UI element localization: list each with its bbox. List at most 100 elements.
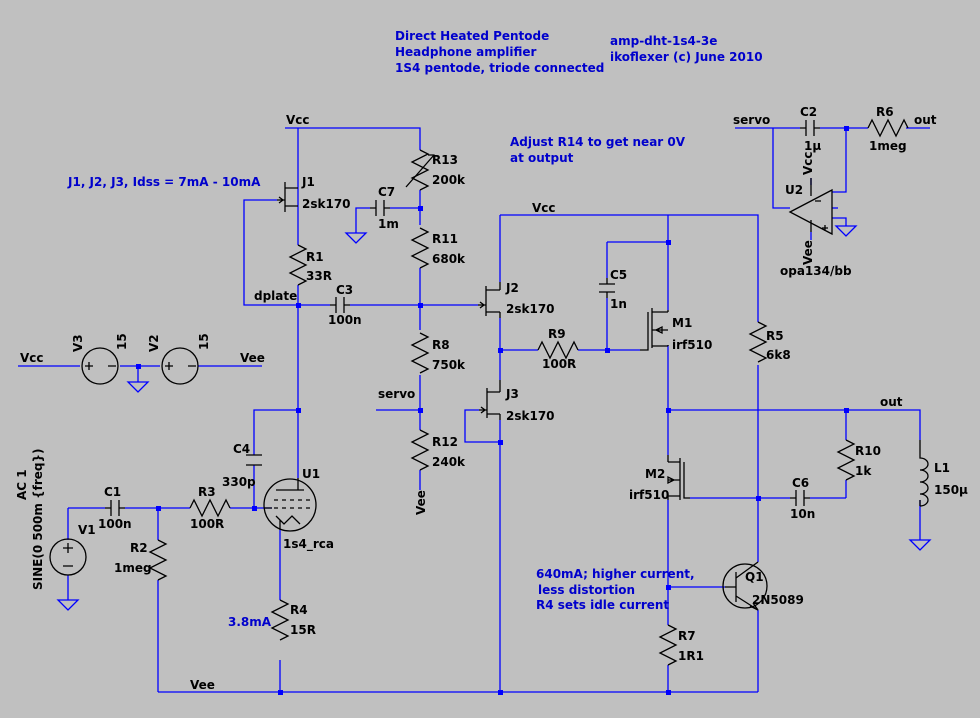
r13-symbol bbox=[410, 149, 430, 191]
c7-ref: C7 bbox=[378, 185, 395, 199]
r13-wiper-arrow bbox=[405, 154, 435, 188]
j1-symbol bbox=[277, 182, 298, 212]
c3-ref: C3 bbox=[336, 283, 353, 297]
c7-value: 1m bbox=[378, 217, 399, 231]
u1-value: 1s4_rca bbox=[283, 537, 334, 552]
v3-value: 15 bbox=[115, 333, 129, 350]
r3-value: 100R bbox=[190, 517, 224, 531]
r7-ref: R7 bbox=[678, 629, 696, 643]
net-vee-r12: Vee bbox=[414, 490, 428, 515]
r2-value: 1meg bbox=[114, 561, 152, 575]
net-vcc-top: Vcc bbox=[286, 113, 310, 127]
c5-symbol bbox=[599, 278, 615, 298]
c7-symbol bbox=[370, 200, 390, 216]
c1-value: 100n bbox=[98, 517, 132, 531]
q1-ref: Q1 bbox=[745, 570, 764, 584]
r10-ref: R10 bbox=[855, 444, 881, 458]
net-out-top: out bbox=[914, 113, 937, 127]
title-line-3: 1S4 pentode, triode connected bbox=[395, 61, 604, 75]
r6-symbol bbox=[867, 118, 909, 138]
c5-ref: C5 bbox=[610, 268, 627, 282]
r10-symbol bbox=[836, 439, 856, 481]
r7-value: 1R1 bbox=[678, 649, 704, 663]
r2-symbol bbox=[148, 539, 168, 581]
file-name: amp-dht-1s4-3e bbox=[610, 34, 717, 48]
r9-ref: R9 bbox=[548, 327, 566, 341]
u1-tube-symbol bbox=[263, 478, 317, 532]
r9-value: 100R bbox=[542, 357, 576, 371]
resistors bbox=[148, 118, 909, 666]
v1-ref: V1 bbox=[78, 523, 96, 537]
net-servo-right: servo bbox=[733, 113, 770, 127]
u2-opamp-symbol bbox=[788, 178, 833, 236]
r11-ref: R11 bbox=[432, 232, 458, 246]
notes: Direct Heated Pentode Headphone amplifie… bbox=[67, 29, 763, 629]
j2-value: 2sk170 bbox=[506, 302, 555, 316]
r8-symbol bbox=[410, 332, 430, 374]
q1-value: 2N5089 bbox=[752, 593, 804, 607]
r1-symbol bbox=[288, 244, 308, 286]
j3-value: 2sk170 bbox=[506, 409, 555, 423]
v1-symbol bbox=[49, 538, 87, 576]
c4-ref: C4 bbox=[233, 442, 250, 456]
r8-value: 750k bbox=[432, 358, 466, 372]
j3-symbol bbox=[479, 380, 501, 420]
r5-value: 6k8 bbox=[766, 348, 791, 362]
r6-value: 1meg bbox=[869, 139, 907, 153]
r2-ref: R2 bbox=[130, 541, 148, 555]
c3-symbol bbox=[330, 297, 350, 313]
r10-value: 1k bbox=[855, 464, 872, 478]
j2-symbol bbox=[478, 282, 501, 318]
c4-value: 330p bbox=[222, 475, 256, 489]
component-labels: J1 2sk170 R1 33R C3 100n C7 1m R13 200k … bbox=[15, 105, 968, 663]
r5-ref: R5 bbox=[766, 329, 784, 343]
r6-ref: R6 bbox=[876, 105, 894, 119]
r12-ref: R12 bbox=[432, 435, 458, 449]
m2-value: irf510 bbox=[629, 488, 669, 502]
r13-value: 200k bbox=[432, 173, 466, 187]
r4-ref: R4 bbox=[290, 603, 308, 617]
j1-value: 2sk170 bbox=[302, 197, 351, 211]
m2-ref: M2 bbox=[645, 467, 665, 481]
r7-symbol bbox=[658, 624, 678, 666]
l1-value: 150µ bbox=[934, 483, 968, 497]
current-note-2: less distortion bbox=[538, 583, 635, 597]
v2-ref: V2 bbox=[147, 334, 161, 352]
c2-value: 1µ bbox=[804, 139, 821, 153]
c6-value: 10n bbox=[790, 507, 815, 521]
c2-symbol bbox=[800, 120, 820, 136]
jfet-note: J1, J2, J3, Idss = 7mA - 10mA bbox=[67, 175, 261, 189]
capacitors bbox=[105, 120, 820, 516]
c1-ref: C1 bbox=[104, 485, 121, 499]
net-vcc-supply: Vcc bbox=[20, 351, 44, 365]
r9-symbol bbox=[537, 340, 579, 360]
c6-symbol bbox=[790, 490, 810, 506]
r12-value: 240k bbox=[432, 455, 466, 469]
c1-symbol bbox=[105, 500, 125, 516]
r5-symbol bbox=[748, 321, 768, 363]
j1-ref: J1 bbox=[301, 175, 315, 189]
u2-value: opa134/bb bbox=[780, 264, 852, 278]
junction-dots bbox=[136, 126, 849, 695]
net-out-main: out bbox=[880, 395, 903, 409]
adjust-note-2: at output bbox=[510, 151, 574, 165]
net-labels: Vcc Vcc Vcc Vee Vee dplate servo servo o… bbox=[20, 113, 937, 692]
v1-ac: AC 1 bbox=[15, 469, 29, 500]
net-servo-left: servo bbox=[378, 387, 415, 401]
net-vcc-mid: Vcc bbox=[532, 201, 556, 215]
tube-current-note: 3.8mA bbox=[228, 615, 272, 629]
j2-ref: J2 bbox=[505, 281, 519, 295]
mosfets bbox=[640, 308, 690, 500]
ground-symbols bbox=[56, 225, 932, 611]
r4-value: 15R bbox=[290, 623, 316, 637]
net-vcc-u2: Vcc bbox=[801, 151, 815, 175]
title-line-2: Headphone amplifier bbox=[395, 45, 537, 59]
m1-symbol bbox=[640, 308, 669, 351]
v2-symbol bbox=[161, 347, 199, 385]
c4-symbol bbox=[246, 454, 262, 466]
adjust-note-1: Adjust R14 to get near 0V bbox=[510, 135, 686, 149]
r1-value: 33R bbox=[306, 269, 332, 283]
l1-symbol bbox=[919, 440, 929, 507]
